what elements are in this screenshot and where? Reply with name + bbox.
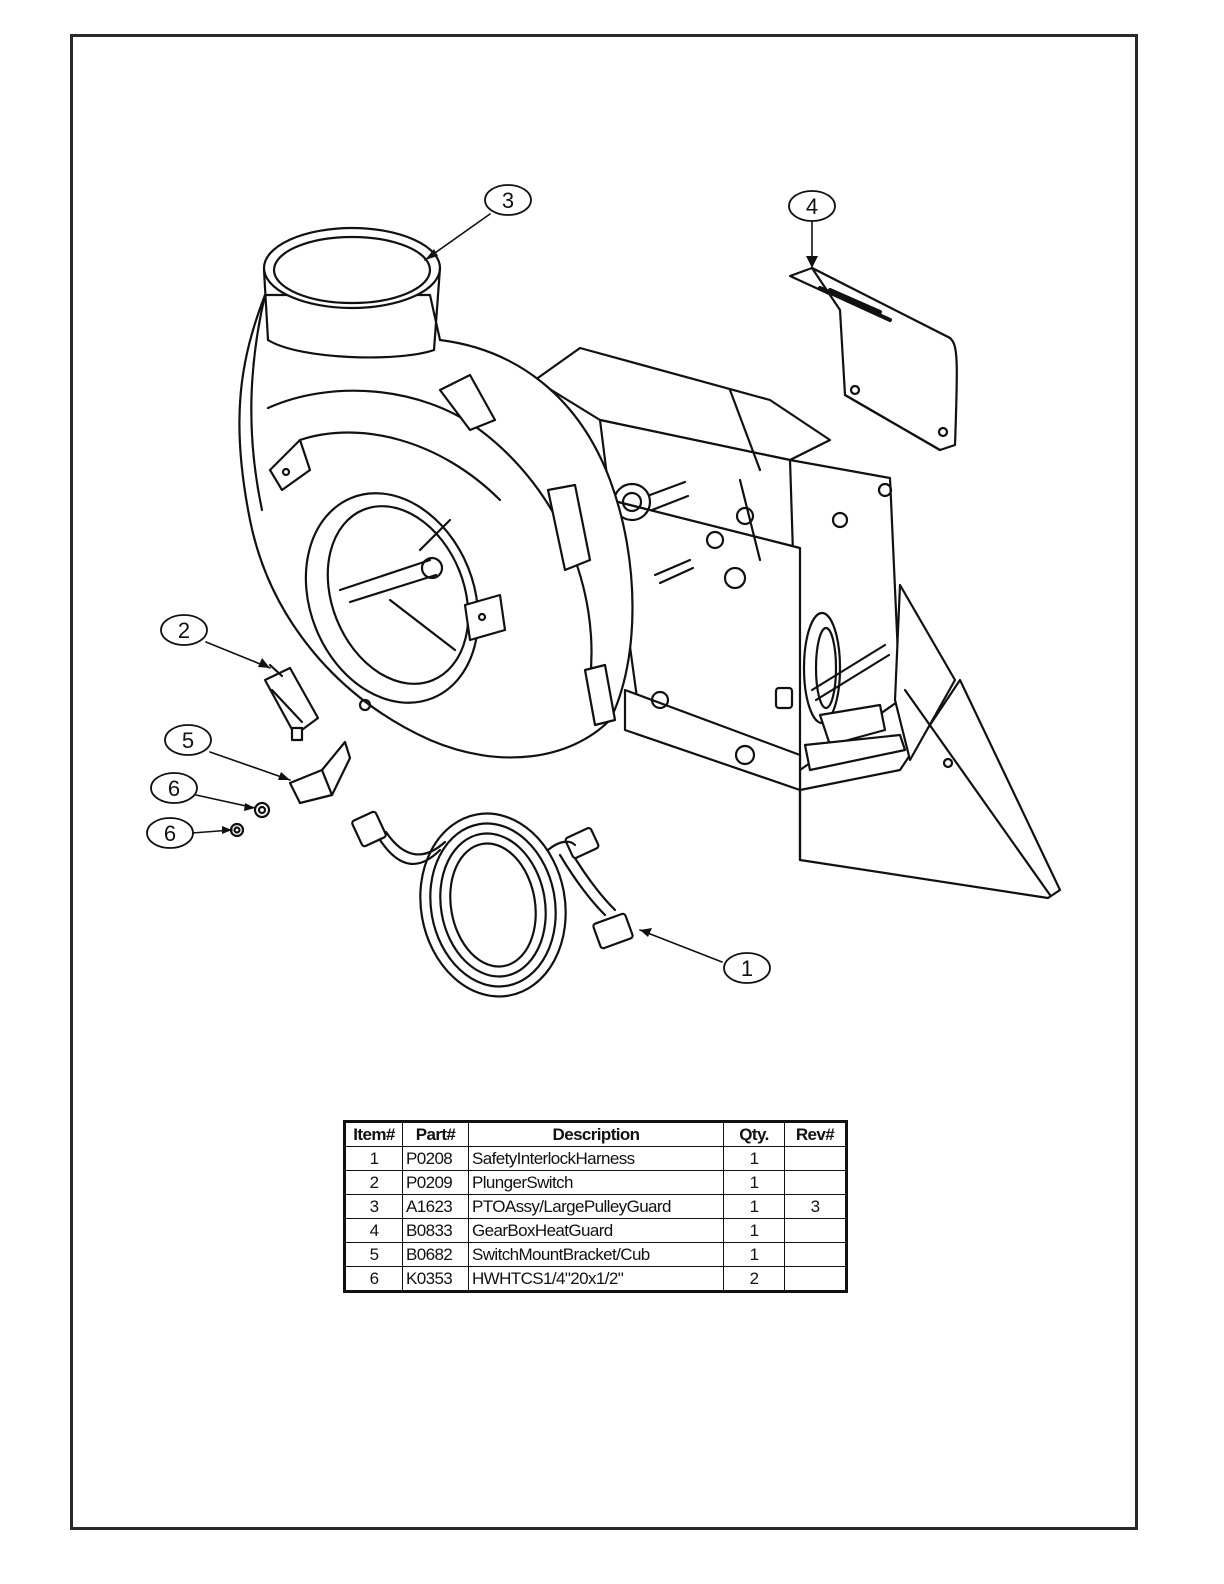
cell-item: 5 [345, 1243, 403, 1267]
cell-item: 4 [345, 1219, 403, 1243]
cell-item: 2 [345, 1171, 403, 1195]
callout-3-label: 3 [502, 188, 514, 213]
cell-item: 3 [345, 1195, 403, 1219]
cell-item: 1 [345, 1147, 403, 1171]
cell-qty: 1 [724, 1147, 785, 1171]
cell-description: HWHTCS1/4"20x1/2" [469, 1267, 724, 1292]
switch-mount-bracket [290, 742, 350, 803]
cell-description: PTOAssy/LargePulleyGuard [469, 1195, 724, 1219]
callout-6b-label: 6 [164, 821, 176, 846]
cell-rev: 3 [785, 1195, 847, 1219]
cell-rev [785, 1171, 847, 1195]
table-row: 1 P0208 SafetyInterlockHarness 1 [345, 1147, 847, 1171]
cell-rev [785, 1243, 847, 1267]
callout-6a-label: 6 [168, 776, 180, 801]
cell-qty: 1 [724, 1171, 785, 1195]
blower-housing [239, 228, 632, 757]
safety-interlock-harness [351, 802, 633, 1008]
table-row: 2 P0209 PlungerSwitch 1 [345, 1171, 847, 1195]
cell-qty: 2 [724, 1267, 785, 1292]
cell-description: SwitchMountBracket/Cub [469, 1243, 724, 1267]
cell-rev [785, 1267, 847, 1292]
table-header-row: Item# Part# Description Qty. Rev# [345, 1122, 847, 1147]
cell-qty: 1 [724, 1219, 785, 1243]
cell-part: A1623 [403, 1195, 469, 1219]
cell-part: P0208 [403, 1147, 469, 1171]
cell-part: K0353 [403, 1267, 469, 1292]
header-rev: Rev# [785, 1122, 847, 1147]
header-part: Part# [403, 1122, 469, 1147]
header-item: Item# [345, 1122, 403, 1147]
table-row: 4 B0833 GearBoxHeatGuard 1 [345, 1219, 847, 1243]
callout-2-label: 2 [178, 618, 190, 643]
parts-list-table: Item# Part# Description Qty. Rev# 1 P020… [343, 1120, 848, 1293]
callout-1-label: 1 [741, 956, 753, 981]
cell-description: SafetyInterlockHarness [469, 1147, 724, 1171]
cell-description: PlungerSwitch [469, 1171, 724, 1195]
plunger-switch [265, 665, 318, 740]
cell-part: B0682 [403, 1243, 469, 1267]
cell-rev [785, 1219, 847, 1243]
cell-description: GearBoxHeatGuard [469, 1219, 724, 1243]
cell-part: B0833 [403, 1219, 469, 1243]
cell-rev [785, 1147, 847, 1171]
header-qty: Qty. [724, 1122, 785, 1147]
cell-qty: 1 [724, 1195, 785, 1219]
cell-item: 6 [345, 1267, 403, 1292]
cell-qty: 1 [724, 1243, 785, 1267]
cell-part: P0209 [403, 1171, 469, 1195]
table-row: 3 A1623 PTOAssy/LargePulleyGuard 1 3 [345, 1195, 847, 1219]
table-row: 5 B0682 SwitchMountBracket/Cub 1 [345, 1243, 847, 1267]
table-row: 6 K0353 HWHTCS1/4"20x1/2" 2 [345, 1267, 847, 1292]
header-description: Description [469, 1122, 724, 1147]
callout-4-label: 4 [806, 194, 818, 219]
gearbox-heat-guard [790, 268, 957, 450]
callout-5-label: 5 [182, 728, 194, 753]
